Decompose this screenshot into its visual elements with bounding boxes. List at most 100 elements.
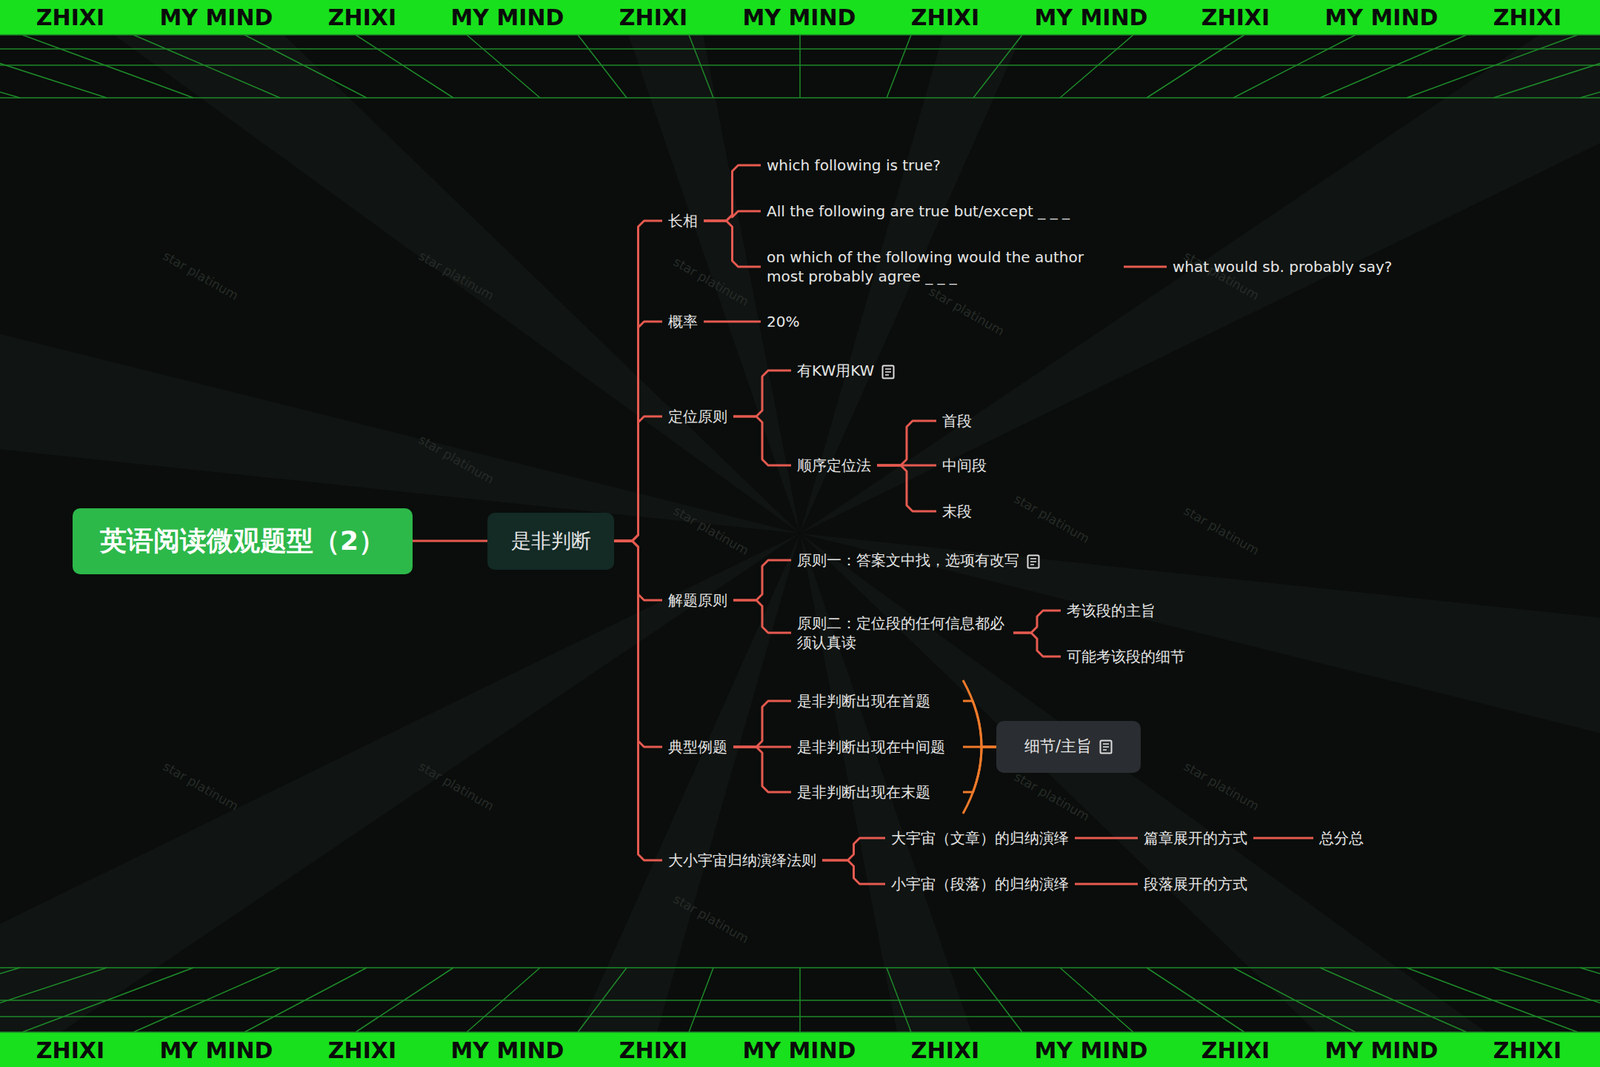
banner-text: MY MIND xyxy=(159,4,273,31)
topic-text: on which of the following would the auth… xyxy=(760,244,1124,289)
banner-text: ZHIXI xyxy=(619,4,688,31)
node-text: 是非判断出现在末题 xyxy=(797,782,931,801)
connector xyxy=(614,220,663,541)
connector xyxy=(614,416,663,541)
topic-text: what would sb. probably say? xyxy=(1166,254,1398,280)
node-text: 长相 xyxy=(668,211,698,230)
background-ray xyxy=(0,533,800,1067)
node-text: 首段 xyxy=(942,411,972,430)
connector xyxy=(733,560,792,600)
connector xyxy=(703,320,761,323)
grid-line xyxy=(973,34,1023,98)
connector xyxy=(614,321,663,541)
topic-text: 可能考该段的细节 xyxy=(1060,643,1192,669)
node-text: 典型例题 xyxy=(668,737,728,756)
banner-text: ZHIXI xyxy=(1493,4,1562,31)
node-text: 是非判断出现在中间题 xyxy=(797,737,946,756)
summary-box: 细节/主旨 xyxy=(996,720,1141,773)
background-ray xyxy=(0,211,800,534)
node-text: 原则一：答案文中找，选项有改写 xyxy=(797,551,1020,569)
topic-text: 原则二：定位段的任何信息都必须认真读 xyxy=(791,610,1014,655)
topic-text: 考该段的主旨 xyxy=(1060,597,1162,623)
grid-line xyxy=(799,34,801,98)
connector xyxy=(1074,882,1138,886)
connector xyxy=(733,700,792,747)
node-text: 大小宇宙归纳演绎法则 xyxy=(668,851,817,869)
topic-text: All the following are true but/except _ … xyxy=(760,198,1076,224)
topic-text: which following is true? xyxy=(760,152,947,178)
banner-text: MY MIND xyxy=(742,1037,856,1063)
node-text: 末段 xyxy=(942,502,972,520)
connector xyxy=(703,165,761,221)
watermark: star platinum xyxy=(1181,758,1263,814)
banner-text: MY MIND xyxy=(159,1037,273,1063)
note-icon xyxy=(1099,739,1113,755)
grid-line xyxy=(244,967,367,1032)
banner-text: ZHIXI xyxy=(619,1037,688,1063)
grid-line xyxy=(133,34,280,98)
grid-line xyxy=(1406,34,1578,98)
grid-line xyxy=(466,34,540,98)
main-topic: 是非判断 xyxy=(487,512,615,570)
banner-text: ZHIXI xyxy=(36,4,105,31)
watermark: star platinum xyxy=(160,758,242,814)
topic-text: 顺序定位法 xyxy=(791,452,878,478)
topic-text: 是非判断出现在首题 xyxy=(791,688,963,714)
node-text: 是非判断 xyxy=(511,527,592,554)
banner-text: ZHIXI xyxy=(1201,4,1270,31)
connector xyxy=(877,465,937,512)
grid-line xyxy=(1320,34,1467,98)
banner-text: ZHIXI xyxy=(1493,1037,1562,1063)
connector xyxy=(733,370,792,417)
connector xyxy=(822,860,886,884)
topic-text: 是非判断出现在中间题 xyxy=(791,734,963,760)
grid-line xyxy=(0,34,107,98)
background-ray xyxy=(800,0,1600,534)
banner-text: ZHIXI xyxy=(328,1037,397,1063)
topic-text: 中间段 xyxy=(936,452,993,478)
grid-line xyxy=(577,967,627,1032)
grid-line xyxy=(1493,34,1600,98)
node-text: 中间段 xyxy=(942,456,987,475)
topic-text: 典型例题 xyxy=(662,734,734,760)
topic-text: 首段 xyxy=(936,408,978,434)
node-text: 原则二：定位段的任何信息都必须认真读 xyxy=(797,614,1005,652)
banner-text: MY MIND xyxy=(450,4,564,31)
grid-line xyxy=(355,34,454,98)
topic-text: 定位原则 xyxy=(662,403,734,429)
background-ray xyxy=(365,0,800,534)
grid-line xyxy=(973,967,1023,1032)
connector xyxy=(962,700,997,747)
topic-text: 小宇宙（段落）的归纳演绎 xyxy=(885,871,1075,897)
connector xyxy=(703,220,761,267)
topic-text: 总分总 xyxy=(1313,825,1370,851)
grid-line xyxy=(0,967,107,1032)
grid-line xyxy=(1146,34,1245,98)
grid-line xyxy=(886,967,912,1032)
watermark: star platinum xyxy=(1181,502,1263,558)
grid-line xyxy=(1580,34,1600,98)
topic-text: 原则一：答案文中找，选项有改写 xyxy=(791,547,1046,573)
node-text: 英语阅读微观题型（2） xyxy=(100,523,386,559)
topic-text: 长相 xyxy=(662,208,704,234)
topic-text: 有KW用KW xyxy=(791,357,901,383)
connector xyxy=(614,540,663,860)
node-text: 大宇宙（文章）的归纳演绎 xyxy=(891,828,1069,847)
banner-text: MY MIND xyxy=(1324,4,1438,31)
banner-text: ZHIXI xyxy=(328,4,397,31)
node-text: 定位原则 xyxy=(668,407,728,426)
connector xyxy=(822,837,886,860)
top-banner xyxy=(0,0,1600,35)
topic-text: 概率 xyxy=(662,308,704,335)
connector xyxy=(733,416,792,466)
grid-line xyxy=(1320,967,1467,1032)
grid-line xyxy=(244,34,367,98)
grid-line xyxy=(466,967,540,1032)
banner-text: MY MIND xyxy=(450,1037,564,1063)
connector xyxy=(962,746,997,792)
node-text: 段落展开的方式 xyxy=(1143,874,1248,893)
node-text: 细节/主旨 xyxy=(1024,736,1092,757)
node-text: which following is true? xyxy=(766,156,941,175)
root-topic: 英语阅读微观题型（2） xyxy=(72,508,413,575)
grid-line xyxy=(355,967,454,1032)
